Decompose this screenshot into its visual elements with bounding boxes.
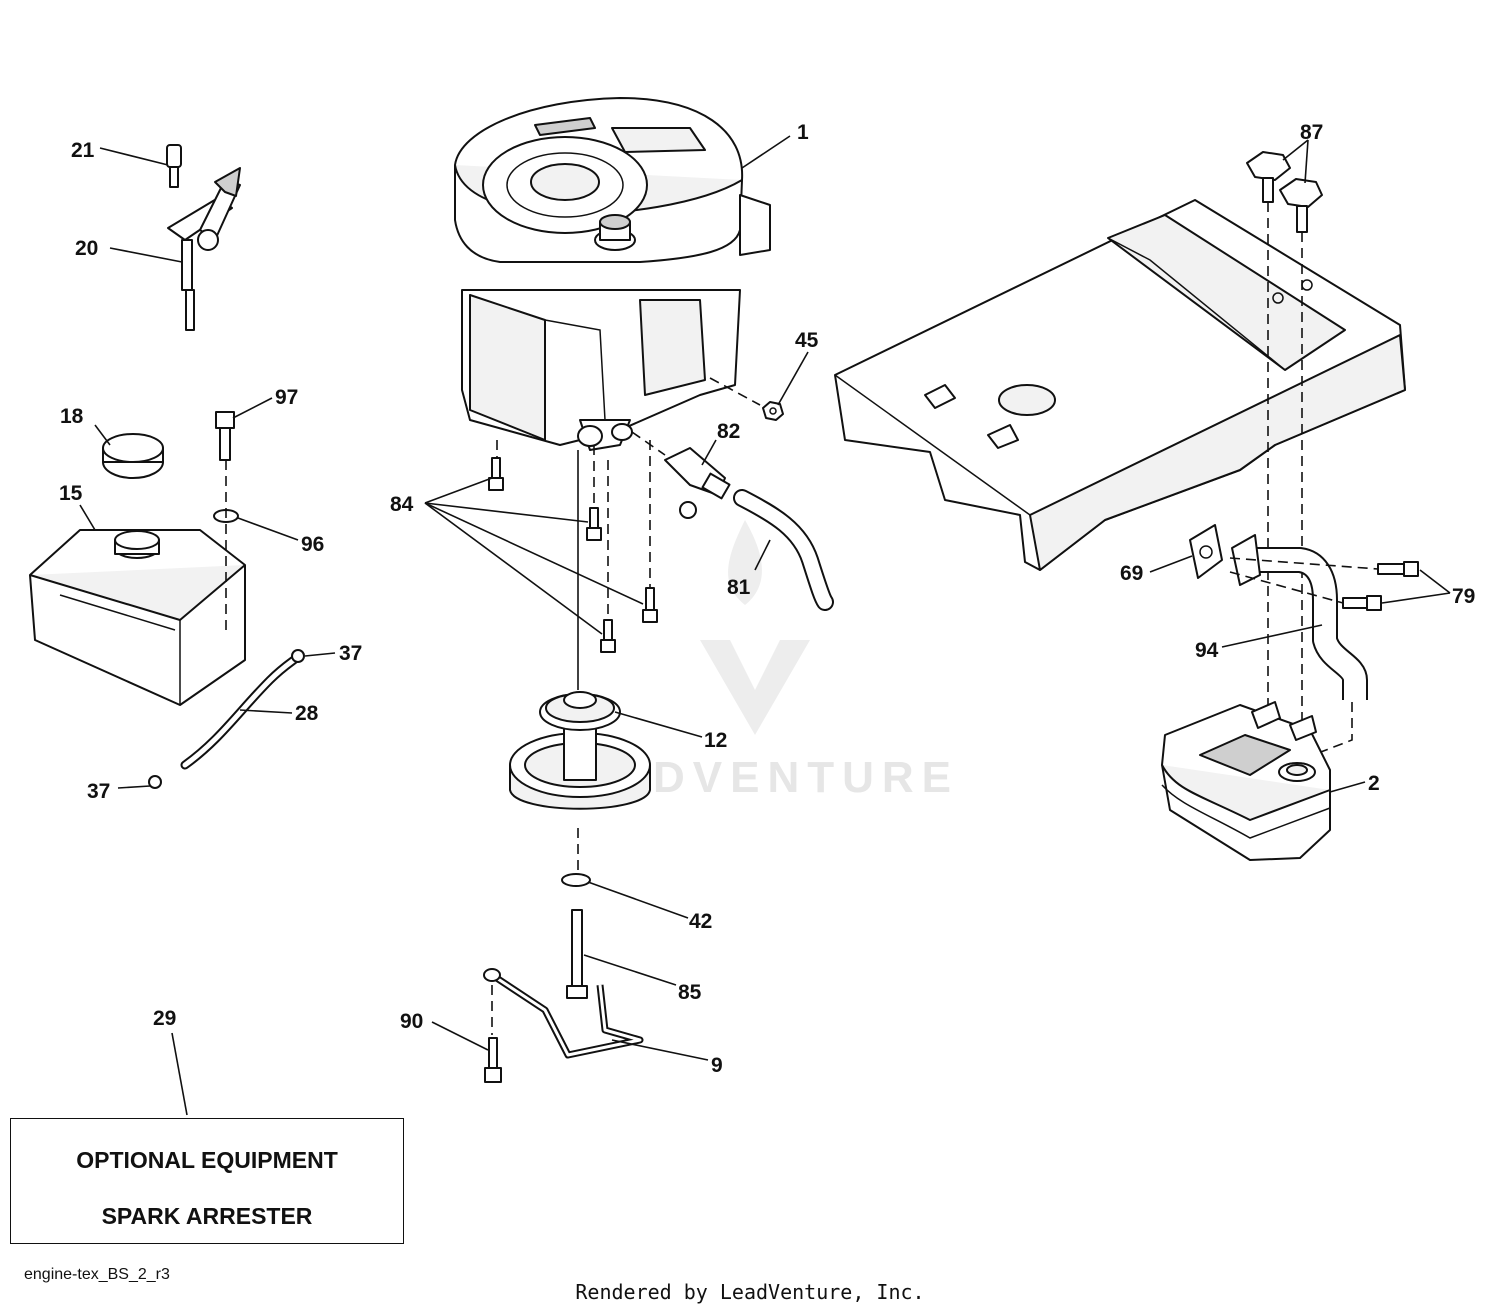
callout-94[interactable]: 94 [1195,639,1219,662]
throttle-control[interactable] [166,144,241,331]
callout-28[interactable]: 28 [295,702,319,725]
bracket-bolt[interactable] [484,1037,502,1083]
tank-bolt[interactable] [215,411,235,461]
engine-frame-plate [834,199,1406,571]
callout-90[interactable]: 90 [400,1010,423,1033]
rendered-by-credit: Rendered by LeadVenture, Inc. [575,1280,925,1304]
callout-69[interactable]: 69 [1120,562,1143,585]
engine-pulley[interactable] [509,691,651,810]
exhaust-pipe[interactable] [1231,534,1368,700]
callout-42[interactable]: 42 [689,910,712,933]
fuel-cap[interactable] [102,433,164,479]
diagram-code: engine-tex_BS_2_r3 [24,1266,170,1283]
callout-37-upper[interactable]: 37 [339,642,362,665]
fuel-tank[interactable] [29,529,246,706]
callout-37-lower[interactable]: 37 [87,780,110,803]
callout-97[interactable]: 97 [275,386,298,409]
note-line-optional-equipment: OPTIONAL EQUIPMENT [76,1147,338,1173]
callout-2[interactable]: 2 [1368,772,1380,795]
callout-87[interactable]: 87 [1300,121,1323,144]
hose[interactable] [733,489,834,611]
callout-96[interactable]: 96 [301,533,324,556]
fuel-fitting[interactable] [664,447,731,519]
callout-81[interactable]: 81 [727,576,751,599]
hose-clamp-upper[interactable] [291,649,305,663]
callout-21[interactable]: 21 [71,139,95,162]
watermark-logo [700,520,810,735]
hose-clamp-lower[interactable] [148,775,162,789]
engine-mount-bolts[interactable] [488,457,658,653]
exhaust-screws[interactable] [1342,561,1419,611]
fuel-line[interactable] [180,650,305,770]
optional-equipment-box: OPTIONAL EQUIPMENT SPARK ARRESTER [10,1118,404,1244]
muffler[interactable] [1161,701,1331,861]
callout-20[interactable]: 20 [75,237,98,260]
note-line-spark-arrester: SPARK ARRESTER [101,1203,313,1229]
callout-79[interactable]: 79 [1452,585,1475,608]
exhaust-gasket[interactable] [1189,524,1223,579]
callout-29[interactable]: 29 [153,1007,176,1030]
nut[interactable] [762,401,784,421]
frame-bolts[interactable] [1246,151,1323,233]
pulley-bolt[interactable] [566,909,588,999]
callout-9[interactable]: 9 [711,1054,723,1077]
callout-15[interactable]: 15 [59,482,83,505]
engine[interactable] [454,97,771,451]
callout-85[interactable]: 85 [678,981,702,1004]
callout-18[interactable]: 18 [60,405,84,428]
callout-84[interactable]: 84 [390,493,414,516]
callout-1[interactable]: 1 [797,121,809,144]
callout-12[interactable]: 12 [704,729,727,752]
callout-82[interactable]: 82 [717,420,740,443]
pulley-washer[interactable] [561,873,591,887]
belt-guide-bracket[interactable] [483,968,644,1059]
callout-45[interactable]: 45 [795,329,819,352]
